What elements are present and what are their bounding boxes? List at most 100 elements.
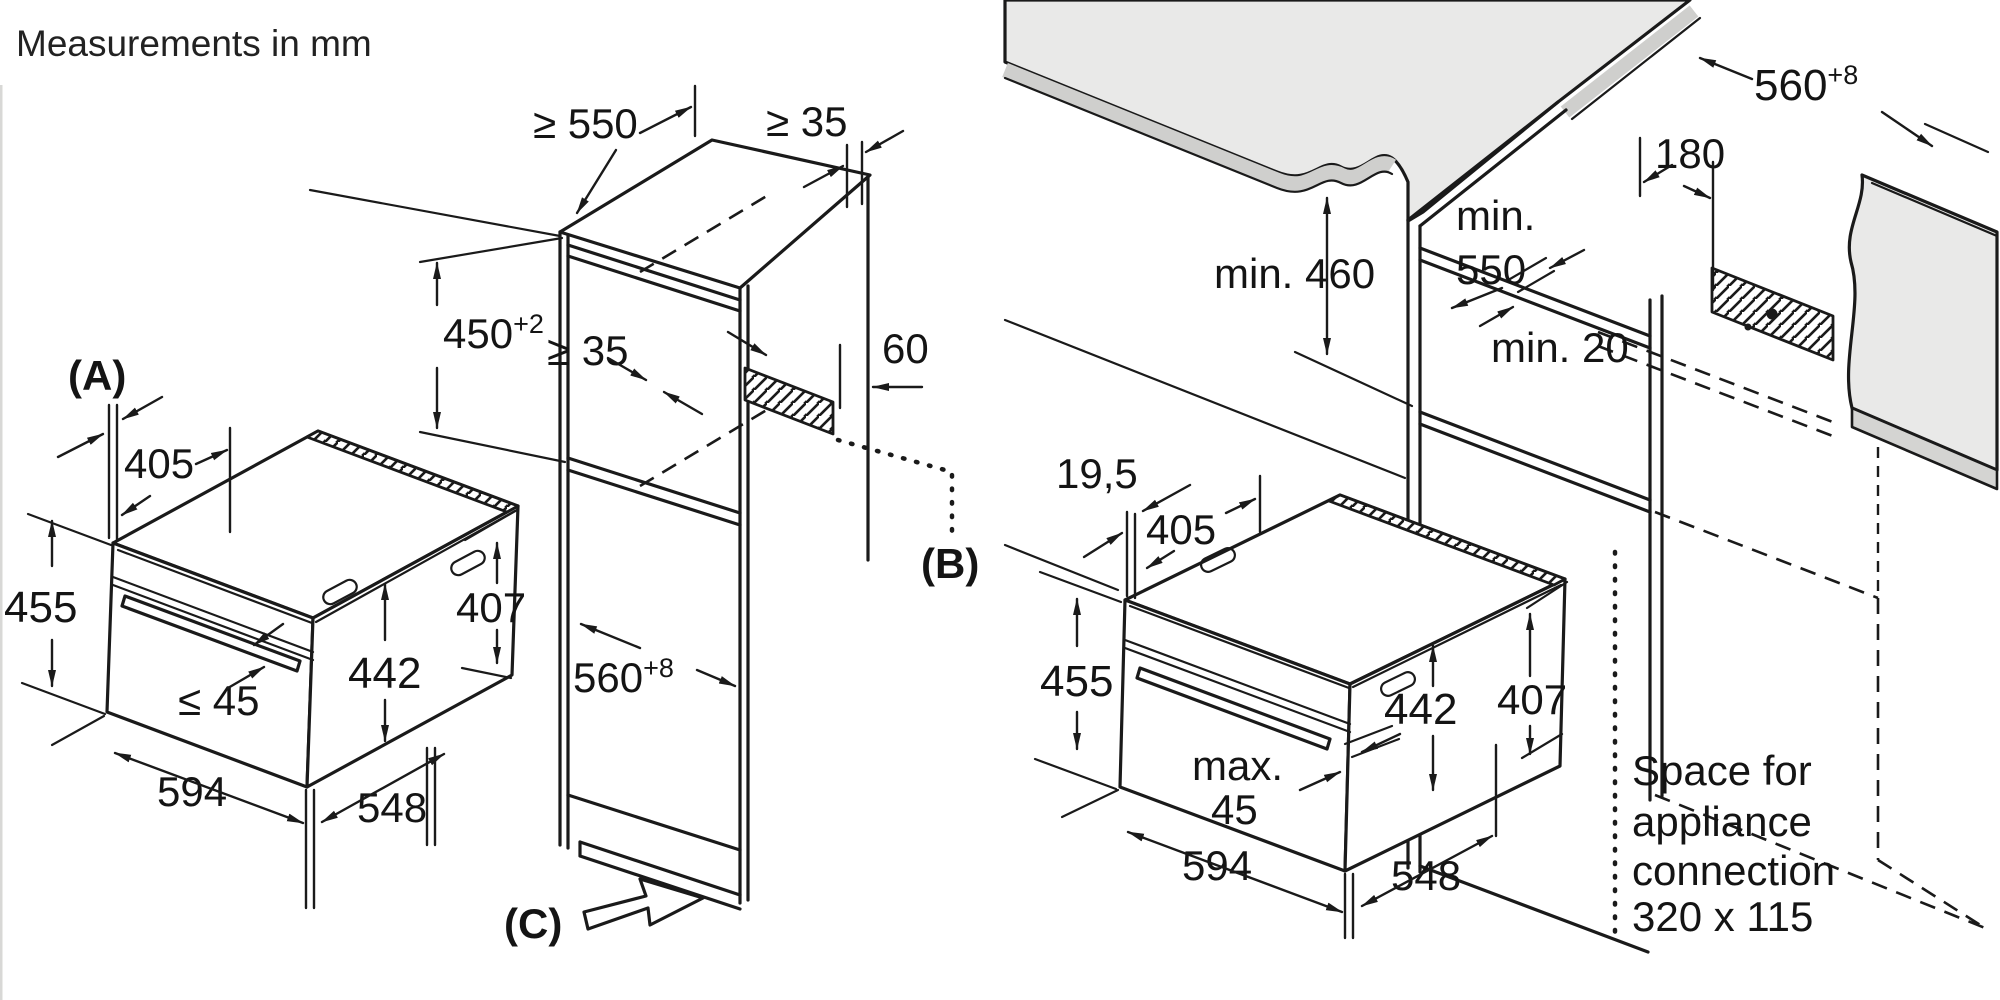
oven-top-vent-grille (305, 429, 520, 514)
cabinet-shelf (566, 456, 742, 527)
dim-560r-ext (1923, 122, 1990, 154)
dim-label-407r: 407 (1497, 676, 1567, 723)
oven2-grip-top (1200, 547, 1236, 573)
dim-label-ge35-top: ≥ 35 (766, 98, 847, 145)
oven-door-gap (111, 575, 315, 662)
dim-ge35-arrow2 (864, 129, 905, 154)
counter-lines (1003, 318, 1407, 592)
dim-560r-tolerance: +8 (1827, 60, 1858, 90)
dim-180-arrow1 (1642, 163, 1674, 184)
right-install-dimensions: 560+8 180 min. 460 min. 550 min. 20 Spac… (1214, 56, 1990, 940)
note-space-line4: 320 x 115 (1632, 893, 1813, 940)
oven-handle (120, 594, 302, 673)
dim-594r-line (1126, 830, 1344, 914)
dim-450-ext (418, 236, 567, 464)
dim-label-max-l2: 45 (1211, 786, 1258, 833)
dim-label-60: 60 (882, 325, 929, 372)
dim-max45-arrow1 (1298, 770, 1342, 792)
dim-label-195: 19,5 (1056, 450, 1138, 497)
dim-ge35-arrow1 (802, 164, 845, 189)
right-oven-drawing (1118, 493, 1567, 873)
dim-min20-ticks (1508, 256, 1556, 294)
adjacent-panel-bottom-band (1850, 406, 1999, 491)
dim-594r-ext (1060, 788, 1120, 819)
page-title: Measurements in mm (16, 23, 372, 64)
dim-corner-ticks-right (1343, 872, 1355, 940)
dim-min460-ext (1293, 350, 1414, 408)
grip-slot-top (322, 578, 358, 606)
dim-405-arrow2 (194, 448, 229, 466)
oven2-handle (1135, 666, 1332, 751)
vent-leader-dotted (835, 437, 955, 543)
dim-560r-line2 (1880, 110, 1934, 148)
dim-455r-ext (1033, 570, 1123, 791)
dim-label-560-left: 560+8 (573, 653, 674, 701)
dim-455-ext (20, 512, 113, 716)
note-space-line3: connection (1632, 847, 1835, 894)
unit-niche-floor (1418, 410, 1652, 514)
dim-560-line2 (695, 668, 737, 688)
dim-corner-ticks (304, 788, 316, 910)
dim-405r-arrow1 (1145, 549, 1176, 570)
dim-195-ext (1125, 510, 1137, 600)
dim-label-a: (A) (68, 352, 126, 399)
unit-right-front-edge (1648, 294, 1664, 802)
dim-label-455r: 455 (1040, 657, 1113, 706)
dim-le45-arrow2 (252, 622, 285, 647)
left-oven-dimensions: (A) 405 455 442 407 ≤ 45 (4, 352, 526, 910)
unit-niche-top (1418, 246, 1652, 350)
dim-450-tolerance: +2 (513, 309, 544, 339)
oven2-grip-side (1380, 671, 1416, 697)
dim-548r-line (1360, 834, 1494, 908)
worktop-end-band-edge (1570, 16, 1702, 121)
adjacent-panel-face (1846, 173, 1999, 472)
dim-le45-arrow1 (226, 665, 266, 690)
dim-label-450: 450+2 (443, 309, 544, 357)
base-vent-block-arrow (582, 877, 705, 931)
left-panel: Measurements in mm (A) (4, 23, 979, 947)
dim-ge35-ext (845, 140, 864, 209)
adjacent-panel-top-line (1870, 181, 1999, 238)
dim-label-405r: 405 (1146, 506, 1216, 553)
dim-560-line1 (579, 622, 642, 650)
worktop-drawing (1002, 0, 1702, 223)
dim-560-value: 560 (573, 654, 643, 701)
vent-dot (1766, 308, 1778, 320)
construction-line (308, 188, 562, 238)
dim-label-407: 407 (456, 584, 526, 631)
dim-548-line (320, 752, 446, 824)
dim-407-ext (460, 508, 519, 680)
grip-slot-side (450, 549, 486, 577)
dim-560r-value: 560 (1754, 61, 1827, 110)
oven-side-face (305, 504, 520, 789)
dim-label-560-right: 560+8 (1754, 60, 1858, 110)
left-scan-edge (0, 85, 3, 1000)
dim-min550-arrow (1450, 286, 1504, 310)
dim-405r-arrow2 (1224, 497, 1257, 515)
oven2-door-gap (1123, 638, 1352, 734)
dim-ge550-arrow2 (575, 148, 618, 215)
cabinet-top-face (558, 138, 872, 290)
dim-560r-line1 (1698, 56, 1754, 81)
dim-label-max-l1: max. (1192, 742, 1283, 789)
dim-min20-arrow1 (1548, 248, 1586, 270)
worktop-end-band (1560, 5, 1699, 118)
unit-top-edge (1406, 100, 1568, 228)
note-space-line2: appliance (1632, 798, 1812, 845)
dim-label-455: 455 (4, 583, 77, 632)
dim-label-min20: min. 20 (1491, 324, 1629, 371)
dim-594-line (113, 751, 305, 825)
dim-label-442: 442 (348, 649, 421, 698)
dim-label-ge35-shelf: ≥ 35 (547, 327, 628, 374)
dim-label-405: 405 (124, 440, 194, 487)
dim-label-le45: ≤ 45 (178, 677, 259, 724)
cabinet-side-vent (743, 366, 835, 436)
dim-594-ext (50, 714, 106, 747)
worktop-front-band-edge (1003, 76, 1394, 193)
oven2-top-vent-grille (1327, 493, 1567, 587)
worktop-front-band (1002, 63, 1397, 192)
adjacent-panel-drawing (1846, 173, 1999, 491)
dim-label-min550-l2: 550 (1456, 246, 1526, 293)
dim-195-arrow2 (1141, 483, 1192, 513)
